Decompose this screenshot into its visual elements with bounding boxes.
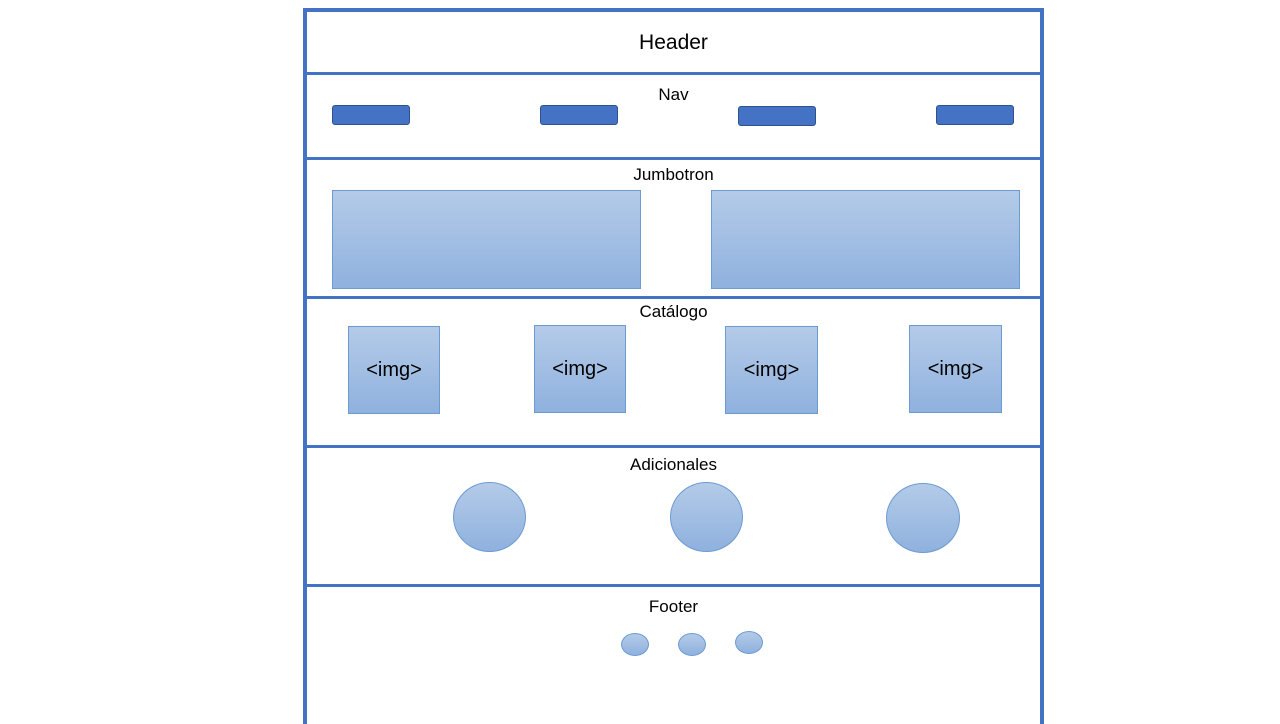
adicionales-title: Adicionales (630, 455, 717, 474)
footer-social-icon-3[interactable] (735, 631, 763, 654)
adicionales-circle-1 (453, 482, 526, 552)
footer-section: Footer (307, 587, 1040, 724)
catalogo-image-4: <img> (909, 325, 1002, 413)
jumbotron-panel-right (711, 190, 1020, 289)
nav-section: Nav (307, 75, 1040, 157)
adicionales-section: Adicionales (307, 448, 1040, 584)
section-divider (307, 296, 1040, 299)
section-divider (307, 72, 1040, 75)
footer-title: Footer (648, 597, 699, 616)
wireframe-frame: Header Nav Jumbotron Catálogo <img> <img… (303, 8, 1044, 724)
catalogo-title: Catálogo (639, 302, 708, 321)
adicionales-circle-2 (670, 482, 743, 552)
header-title: Header (639, 31, 708, 54)
section-divider (307, 584, 1040, 587)
jumbotron-panel-left (332, 190, 641, 289)
section-divider (307, 157, 1040, 160)
footer-social-icon-2[interactable] (678, 633, 706, 656)
footer-social-icon-1[interactable] (621, 633, 649, 656)
nav-title: Nav (658, 85, 689, 104)
catalogo-section: Catálogo <img> <img> <img> <img> (307, 299, 1040, 445)
catalogo-image-1: <img> (348, 326, 440, 414)
section-divider (307, 445, 1040, 448)
catalogo-image-3: <img> (725, 326, 818, 414)
header-section: Header (307, 12, 1040, 72)
nav-button-3[interactable] (738, 106, 816, 126)
adicionales-circle-3 (886, 483, 960, 553)
jumbotron-title: Jumbotron (633, 165, 714, 184)
nav-button-2[interactable] (540, 105, 618, 125)
nav-button-1[interactable] (332, 105, 410, 125)
nav-button-4[interactable] (936, 105, 1014, 125)
jumbotron-section: Jumbotron (307, 160, 1040, 296)
catalogo-image-2: <img> (534, 325, 626, 413)
